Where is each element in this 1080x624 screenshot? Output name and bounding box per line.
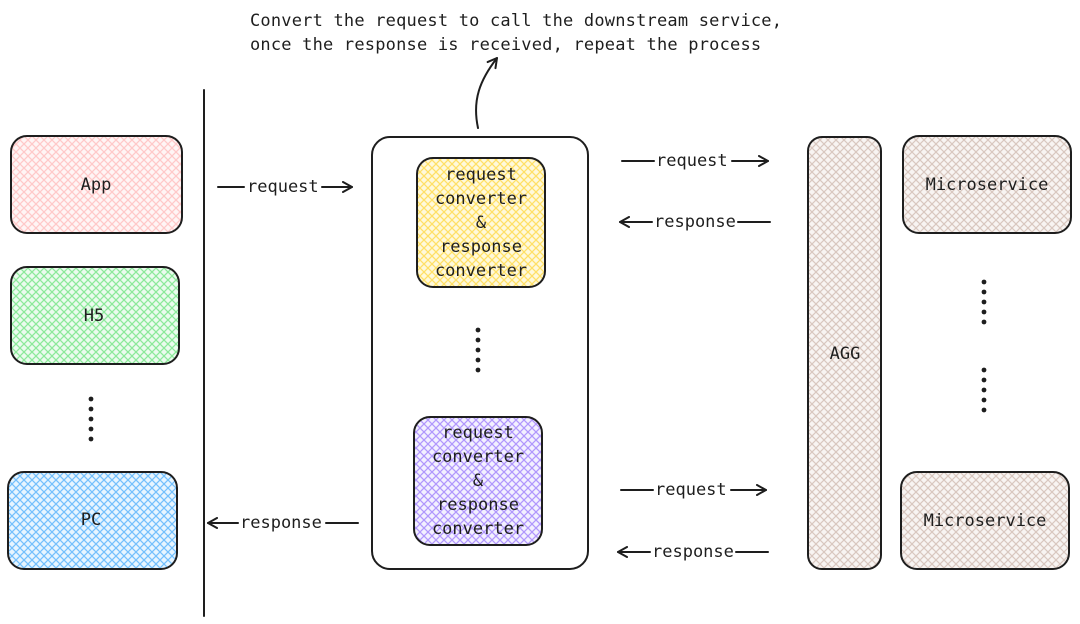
converter-bottom-line-2: converter (432, 447, 524, 467)
converter-bottom-line-5: converter (432, 519, 524, 539)
client-h5-label: H5 (84, 306, 104, 326)
converter-top-line-2: converter (435, 189, 527, 209)
downstream-request-top-label: request (656, 151, 728, 171)
client-pc-label: PC (81, 510, 101, 530)
downstream-response-bottom-arrow: response (617, 542, 769, 562)
downstream-response-top-arrow: response (619, 212, 771, 232)
microservice-ellipsis-bottom (981, 367, 987, 413)
converter-top-line-5: converter (435, 261, 527, 281)
microservice-ellipsis-top (981, 279, 987, 325)
client-app-label: App (81, 175, 112, 195)
converter-top-line-3: & (476, 213, 487, 233)
downstream-request-bottom-label: request (655, 480, 727, 500)
client-response-arrow: response (207, 513, 359, 533)
annotation-arrow (475, 57, 498, 129)
converter-bottom-line-3: & (473, 471, 484, 491)
client-request-arrow: request (217, 177, 353, 197)
client-ellipsis (88, 396, 94, 442)
client-request-label: request (247, 177, 319, 197)
aggregator-box: AGG (807, 136, 882, 570)
microservice-bottom-label: Microservice (924, 511, 1047, 531)
aggregator-label: AGG (830, 344, 861, 364)
downstream-response-bottom-label: response (652, 542, 734, 562)
client-response-label: response (240, 513, 322, 533)
converter-bottom-line-1: request (442, 423, 514, 443)
client-h5: H5 (10, 266, 180, 365)
converter-top-line-4: response (440, 237, 522, 257)
microservice-top: Microservice (902, 135, 1072, 234)
converter-ellipsis (475, 327, 481, 373)
client-app: App (10, 135, 183, 234)
annotation-line-2: once the response is received, repeat th… (250, 35, 761, 55)
converter-bottom-line-4: response (437, 495, 519, 515)
converter-top-line-1: request (445, 165, 517, 185)
microservice-bottom: Microservice (900, 471, 1070, 570)
downstream-request-bottom-arrow: request (620, 480, 767, 500)
downstream-response-top-label: response (654, 212, 736, 232)
converter-top: request converter & response converter (416, 157, 546, 288)
converter-bottom: request converter & response converter (413, 416, 543, 546)
annotation-line-1: Convert the request to call the downstre… (250, 11, 782, 31)
downstream-request-top-arrow: request (621, 151, 769, 171)
microservice-top-label: Microservice (926, 175, 1049, 195)
client-pc: PC (7, 471, 178, 570)
